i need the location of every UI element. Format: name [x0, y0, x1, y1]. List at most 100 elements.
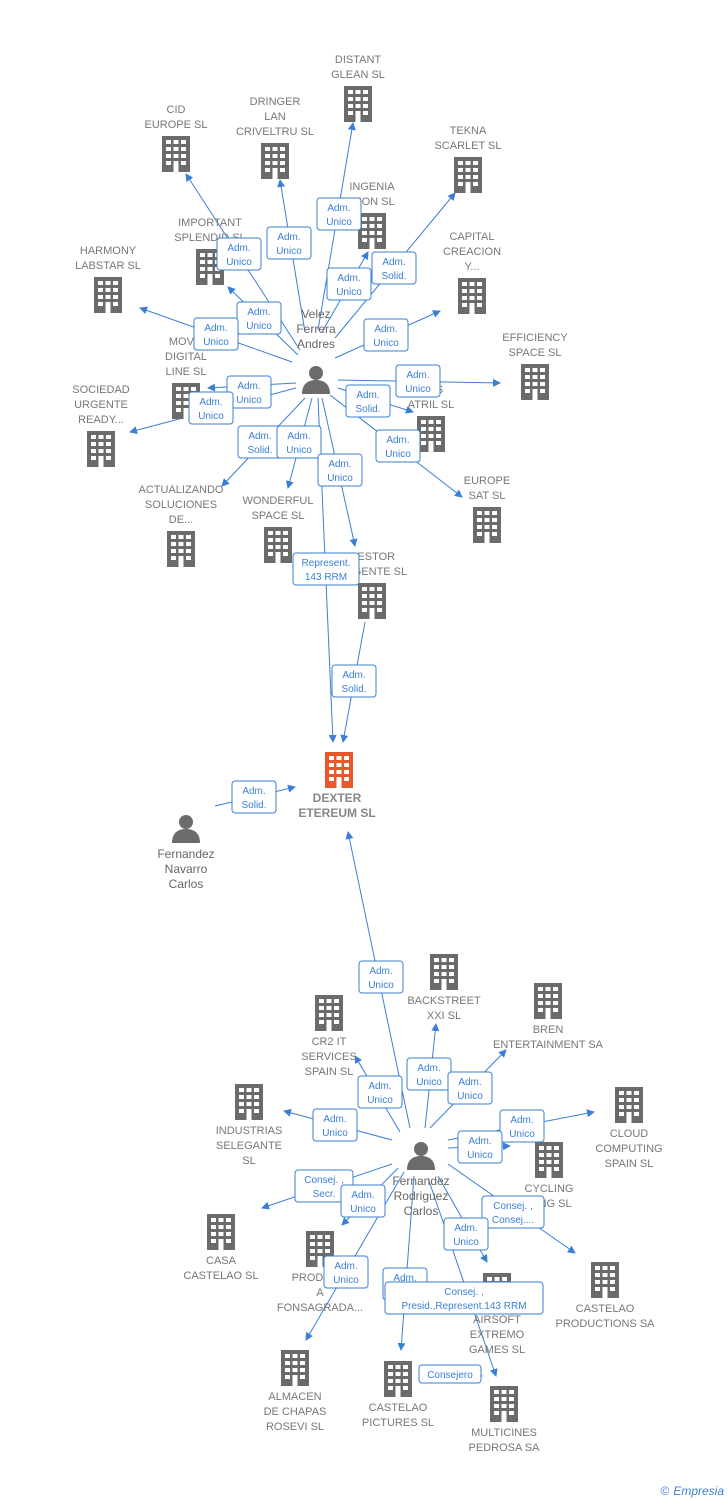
edge-label-text: Unico — [246, 321, 272, 332]
brand-logo: Empresia — [673, 1484, 724, 1498]
company-label-industrias-line-1: INDUSTRIAS — [216, 1125, 283, 1137]
edge-label-32[interactable]: Consej. ,Presid.,Represent.143 RRM — [384, 1281, 544, 1315]
company-node-backstreet[interactable] — [430, 954, 458, 990]
edge-label-box — [266, 226, 312, 260]
edge-label-text: Adm. — [351, 1190, 374, 1201]
edge-label-3[interactable]: Adm.Unico — [326, 267, 372, 301]
person-node-fernandez_navarro[interactable] — [172, 815, 200, 843]
company-node-cid[interactable] — [162, 136, 190, 172]
company-label-castelao_pict-line-2: PICTURES SL — [362, 1417, 434, 1429]
person-node-fernandez_rodriguez[interactable] — [407, 1142, 435, 1170]
edge-label-33[interactable]: Consejero — [418, 1364, 482, 1384]
company-node-multicines[interactable] — [490, 1386, 518, 1422]
edge-label-17[interactable]: Adm.Solid. — [331, 664, 377, 698]
edge-label-text: Unico — [203, 337, 229, 348]
main-company-label-line-1: DEXTER — [313, 791, 362, 805]
edge-label-box — [292, 552, 360, 586]
company-node-gestor[interactable] — [358, 583, 386, 619]
building-icon — [473, 507, 501, 543]
edge-label-text: Unico — [198, 411, 224, 422]
edge-label-21[interactable]: Adm.Unico — [447, 1071, 493, 1105]
building-icon — [458, 278, 486, 314]
person-node-velez[interactable] — [302, 366, 330, 394]
company-label-bren-line-1: BREN — [533, 1024, 564, 1036]
company-node-europe_sat[interactable] — [473, 507, 501, 543]
edge-label-15[interactable]: Adm.Unico — [317, 453, 363, 487]
company-node-bren[interactable] — [534, 983, 562, 1019]
edge-label-text: Secr. — [313, 1189, 336, 1200]
edge-label-23[interactable]: Adm.Unico — [312, 1108, 358, 1142]
building-icon — [207, 1214, 235, 1250]
edge-label-24[interactable]: Adm.Unico — [499, 1109, 545, 1143]
person-icon — [302, 366, 330, 394]
edge-label-text: Consej. , — [304, 1175, 343, 1186]
company-node-distant[interactable] — [344, 86, 372, 122]
company-node-castelao_prod[interactable] — [591, 1262, 619, 1298]
edge-label-box — [312, 1108, 358, 1142]
company-node-cycling[interactable] — [535, 1142, 563, 1178]
company-label-airsoft-line-2: EXTREMO — [470, 1329, 525, 1341]
company-node-almacen[interactable] — [281, 1350, 309, 1386]
edge-label-box — [193, 317, 239, 351]
edge-label-22[interactable]: Adm.Unico — [357, 1075, 403, 1109]
company-label-almacen-line-3: ROSEVI SL — [266, 1421, 324, 1433]
edge-label-30[interactable]: Adm.Unico — [323, 1255, 369, 1289]
edge-label-6[interactable]: Adm.Unico — [193, 317, 239, 351]
company-node-tekna[interactable] — [454, 157, 482, 193]
company-node-wonderful[interactable] — [264, 527, 292, 563]
company-node-casa_castelao[interactable] — [207, 1214, 235, 1250]
edge-label-text: Unico — [322, 1128, 348, 1139]
edge-label-text: Adm. — [248, 431, 271, 442]
building-icon — [167, 531, 195, 567]
edge-label-7[interactable]: Adm.Unico — [363, 318, 409, 352]
edge-label-13[interactable]: Adm.Solid. — [237, 425, 283, 459]
edge-label-9[interactable]: Adm.Unico — [188, 391, 234, 425]
edge-label-12[interactable]: Adm.Unico — [375, 429, 421, 463]
company-node-efficiency[interactable] — [521, 364, 549, 400]
company-label-movil-line-2: DIGITAL — [165, 351, 207, 363]
edge-label-29[interactable]: Adm.Unico — [443, 1217, 489, 1251]
edge-label-text: Adm. — [458, 1077, 481, 1088]
company-node-harmony[interactable] — [94, 277, 122, 313]
company-node-capital[interactable] — [458, 278, 486, 314]
edge-label-box — [326, 267, 372, 301]
edge-label-14[interactable]: Adm.Unico — [276, 425, 322, 459]
edge-label-box — [231, 780, 277, 814]
company-node-sociedad[interactable] — [87, 431, 115, 467]
company-label-gestor-line-1: GESTOR — [349, 551, 395, 563]
edge-label-20[interactable]: Adm.Unico — [406, 1057, 452, 1091]
company-label-capital-line-3: Y... — [464, 261, 479, 273]
edge-label-text: Adm. — [242, 786, 265, 797]
company-node-castelao_pict[interactable] — [384, 1361, 412, 1397]
edge-label-19[interactable]: Adm.Unico — [358, 960, 404, 994]
building-icon — [591, 1262, 619, 1298]
edge-label-box — [499, 1109, 545, 1143]
company-node-cloud[interactable] — [615, 1087, 643, 1123]
copyright-icon: © — [660, 1484, 670, 1498]
company-node-industrias[interactable] — [235, 1084, 263, 1120]
company-node-ingenia[interactable] — [358, 213, 386, 249]
main-company-node[interactable] — [325, 752, 353, 788]
edge-label-0[interactable]: Adm.Unico — [216, 237, 262, 271]
edge-label-5[interactable]: Adm.Unico — [236, 301, 282, 335]
edge-label-28[interactable]: Consej. ,Consej.... — [481, 1195, 545, 1229]
edge-label-18[interactable]: Adm.Solid. — [231, 780, 277, 814]
edge-label-2[interactable]: Adm.Unico — [316, 197, 362, 231]
edge-label-1[interactable]: Adm.Unico — [266, 226, 312, 260]
company-label-dringer-line-2: LAN — [264, 111, 285, 123]
edge-label-16[interactable]: Represent.143 RRM — [292, 552, 360, 586]
edge-label-27[interactable]: Adm.Unico — [340, 1184, 386, 1218]
company-node-atril[interactable] — [417, 416, 445, 452]
edge-label-11[interactable]: Adm.Unico — [395, 364, 441, 398]
edge-label-25[interactable]: Adm.Unico — [457, 1130, 503, 1164]
edge-label-10[interactable]: Adm.Solid. — [345, 384, 391, 418]
edge-label-box — [331, 664, 377, 698]
company-node-actualizando[interactable] — [167, 531, 195, 567]
edge-label-8[interactable]: Adm.Unico — [226, 375, 272, 409]
company-node-dringer[interactable] — [261, 143, 289, 179]
edge-label-4[interactable]: Adm.Solid. — [371, 251, 417, 285]
building-icon — [87, 431, 115, 467]
company-node-cr2[interactable] — [315, 995, 343, 1031]
company-label-important-line-1: IMPORTANT — [178, 217, 242, 229]
building-icon — [535, 1142, 563, 1178]
